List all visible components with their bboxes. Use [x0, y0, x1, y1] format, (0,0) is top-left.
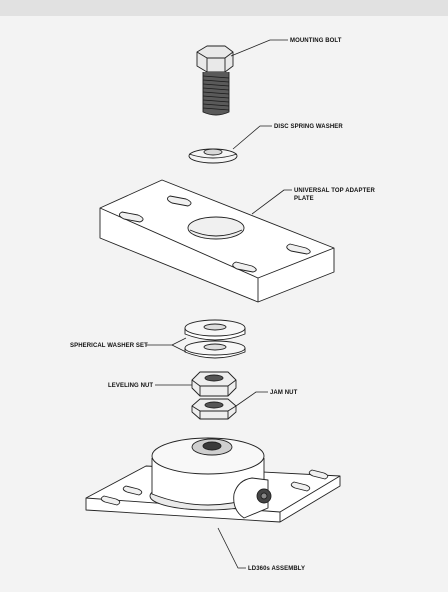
mounting-bolt: [196, 45, 234, 116]
leveling-nut: [191, 371, 237, 397]
label-disc-spring-washer: DISC SPRING WASHER: [274, 124, 343, 130]
label-spherical-washer-set: SPHERICAL WASHER SET: [70, 343, 148, 349]
leader-lines: [146, 39, 292, 569]
jam-nut: [191, 398, 237, 420]
label-mounting-bolt: MOUNTING BOLT: [290, 38, 342, 44]
spherical-washer-set: [184, 319, 246, 359]
label-jam-nut: JAM NUT: [270, 390, 298, 396]
label-top-adapter-plate-line1: UNIVERSAL TOP ADAPTER: [294, 188, 375, 194]
label-top-adapter-plate-line2: PLATE: [294, 196, 314, 202]
label-leveling-nut: LEVELING NUT: [108, 383, 153, 389]
ld360s-assembly: [85, 437, 341, 523]
top-adapter-plate: [99, 179, 335, 303]
top-bar: [0, 0, 448, 16]
disc-spring-washer: [188, 148, 238, 164]
label-ld360s-assembly: LD360s ASSEMBLY: [248, 566, 305, 572]
